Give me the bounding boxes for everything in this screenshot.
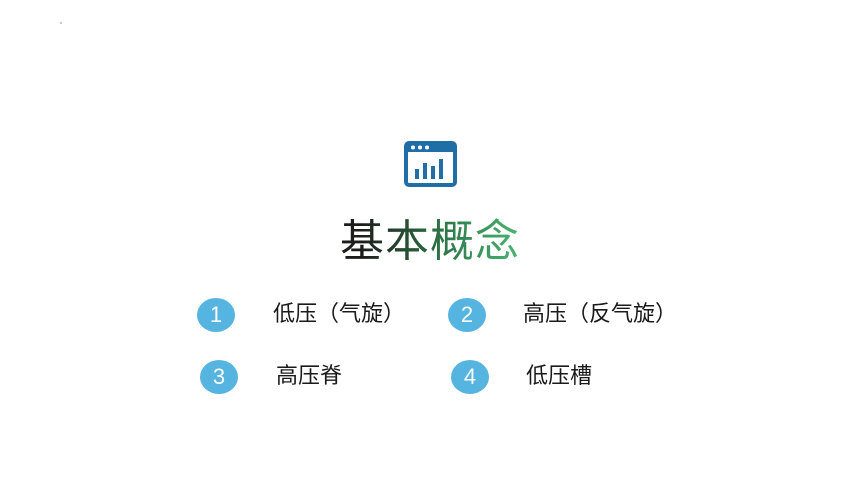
item-label: 高压脊 — [276, 364, 343, 389]
page-title: 基本概念 — [0, 214, 860, 270]
number-badge: 4 — [451, 360, 489, 394]
number-badge: 2 — [448, 298, 486, 332]
decorative-dot — [60, 22, 62, 24]
list-item: 1 低压（气旋） — [197, 298, 457, 338]
list-item: 2 高压（反气旋） — [448, 298, 708, 338]
item-label: 高压（反气旋） — [523, 302, 678, 327]
list-item: 3 高压脊 — [200, 360, 420, 400]
item-label: 低压槽 — [526, 364, 593, 389]
chart-window-icon — [404, 141, 457, 187]
number-badge: 1 — [197, 298, 235, 332]
item-label: 低压（气旋） — [273, 302, 406, 327]
list-item: 4 低压槽 — [451, 360, 671, 400]
number-badge: 3 — [200, 360, 238, 394]
